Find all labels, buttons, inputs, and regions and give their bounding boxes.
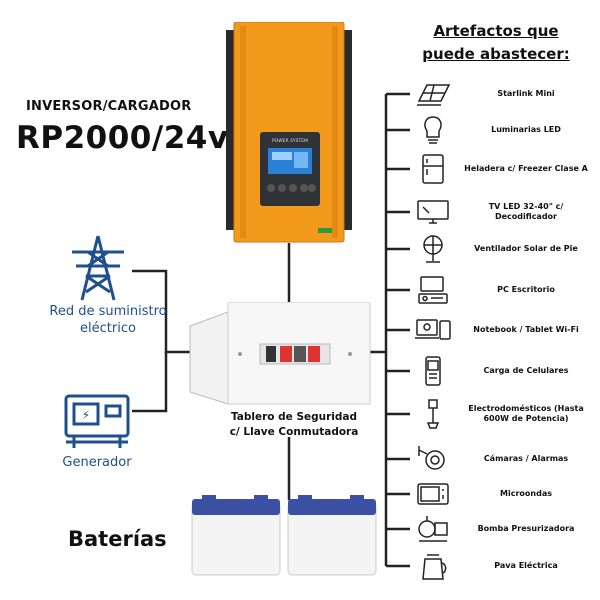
fridge-icon — [422, 154, 444, 184]
tv-icon — [417, 200, 449, 224]
appliance-item: Microondas — [415, 479, 595, 509]
appliance-label: Notebook / Tablet Wi-Fi — [473, 325, 579, 334]
grid-label: Red de suministro eléctrico — [49, 304, 167, 336]
appliance-label: Carga de Celulares — [483, 366, 569, 375]
appliance-label: Electrodomésticos (Hasta 600W de Potenci… — [468, 404, 584, 423]
appliance-item: Ventilador Solar de Pie — [415, 234, 595, 264]
cctv-camera-icon — [418, 446, 445, 470]
appliance-label: PC Escritorio — [497, 285, 555, 294]
blender-icon — [426, 399, 440, 429]
generator-label: Generador — [62, 455, 132, 470]
fan-icon — [423, 235, 443, 263]
power-tower-icon — [72, 235, 124, 301]
light-bulb-icon — [424, 116, 442, 144]
appliance-item: Starlink Mini — [415, 79, 595, 109]
appliance-item: PC Escritorio — [415, 275, 595, 305]
desktop-pc-icon — [418, 276, 448, 304]
board-label: Tablero de Seguridad c/ Llave Conmutador… — [222, 410, 366, 440]
appliance-item: Luminarias LED — [415, 115, 595, 145]
appliance-label: Bomba Presurizadora — [477, 524, 575, 533]
appliance-label: Heladera c/ Freezer Clase A — [464, 164, 588, 173]
board-label-line1: Tablero de Seguridad — [230, 411, 358, 423]
appliance-label: Pava Eléctrica — [494, 561, 558, 570]
appliances-title-line1: Artefactos que — [433, 22, 559, 40]
appliances-title-line2: puede abastecer: — [422, 45, 570, 63]
appliance-item: Pava Eléctrica — [415, 551, 595, 581]
appliance-item: Carga de Celulares — [415, 356, 595, 386]
appliance-item: Heladera c/ Freezer Clase A — [415, 154, 595, 184]
phone-charger-icon — [425, 356, 441, 386]
appliance-label: Luminarias LED — [491, 125, 561, 134]
appliance-label: Microondas — [500, 489, 552, 498]
generator-icon: ⚡ — [64, 394, 130, 448]
inverter-model: RP2000/24v — [16, 120, 229, 156]
inverter-label: INVERSOR/CARGADOR — [26, 99, 192, 114]
laptop-tablet-icon — [415, 319, 451, 340]
water-pump-icon — [418, 516, 448, 542]
appliance-label: Starlink Mini — [497, 89, 555, 98]
kettle-icon — [422, 554, 447, 580]
appliance-item: Electrodomésticos (Hasta 600W de Potenci… — [415, 399, 595, 429]
appliance-label: Ventilador Solar de Pie — [474, 244, 578, 253]
security-board — [189, 302, 371, 405]
appliance-item: Notebook / Tablet Wi-Fi — [415, 315, 595, 345]
batteries-label: Baterías — [68, 527, 167, 551]
appliance-label: TV LED 32-40" c/ Decodificador — [488, 202, 564, 221]
appliance-item: Bomba Presurizadora — [415, 514, 595, 544]
microwave-icon — [417, 483, 449, 505]
board-label-line2: c/ Llave Conmutadora — [229, 426, 359, 438]
appliance-item: Cámaras / Alarmas — [415, 444, 595, 474]
appliance-label: Cámaras / Alarmas — [483, 454, 569, 463]
appliances-title: Artefactos que puede abastecer: — [396, 20, 596, 66]
solar-panel-icon — [417, 84, 451, 106]
inverter-brand: POWER SYSTEM — [272, 138, 308, 144]
svg-text:⚡: ⚡ — [82, 408, 90, 422]
inverter-device: POWER SYSTEM — [226, 22, 352, 243]
batteries — [191, 495, 377, 576]
appliance-item: TV LED 32-40" c/ Decodificador — [415, 197, 595, 227]
